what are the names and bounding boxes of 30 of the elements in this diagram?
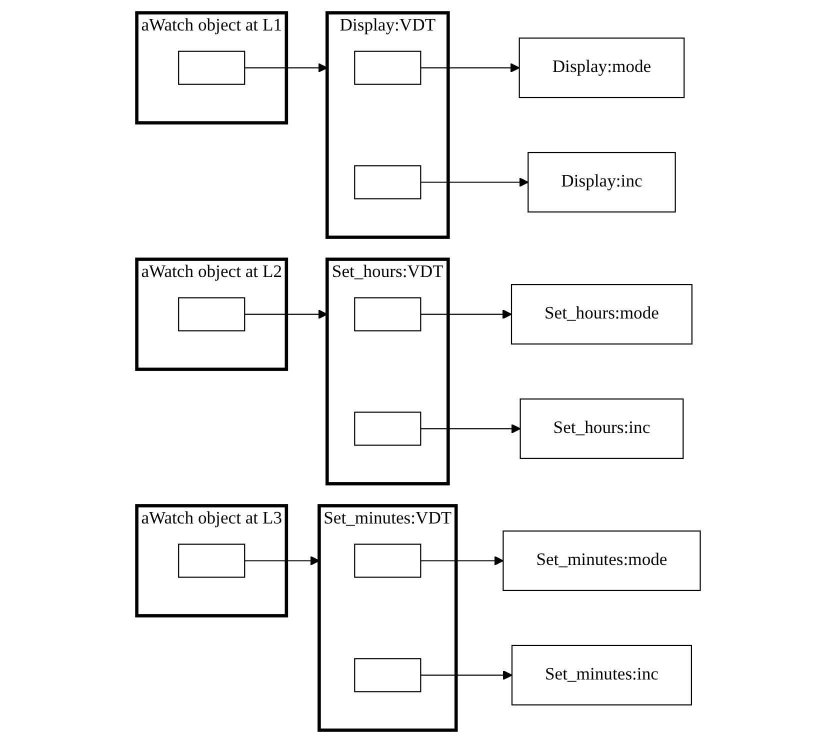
arrow [421,176,530,187]
arrow [421,555,504,566]
cluster: aWatch object at L3 [136,504,289,617]
node-box: Display:inc [528,151,676,212]
node-box [354,658,422,692]
node-box [178,296,246,331]
node-box [354,50,422,84]
node-box [178,543,246,578]
cluster: Set_minutes:VDT [318,504,458,732]
cluster: Set_hours:VDT [326,257,450,485]
node-box [354,543,422,578]
arrow [245,308,328,319]
arrow [421,423,522,434]
cluster: Display:VDT [326,10,450,238]
node-box [354,411,422,446]
arrow [421,670,513,680]
node-box [178,50,246,84]
node-box: Display:mode [519,37,686,98]
arrow [245,62,328,72]
node-box: Set_minutes:inc [512,644,692,705]
arrow [245,555,320,566]
node-box: Set_hours:mode [511,284,693,344]
node-box: Set_hours:inc [520,398,684,458]
cluster: aWatch object at L2 [136,257,289,370]
cluster: aWatch object at L1 [136,10,289,124]
node-box [354,296,422,331]
arrow [421,62,520,72]
arrow [421,308,512,319]
node-box [354,164,422,199]
node-box: Set_minutes:mode [503,530,702,590]
